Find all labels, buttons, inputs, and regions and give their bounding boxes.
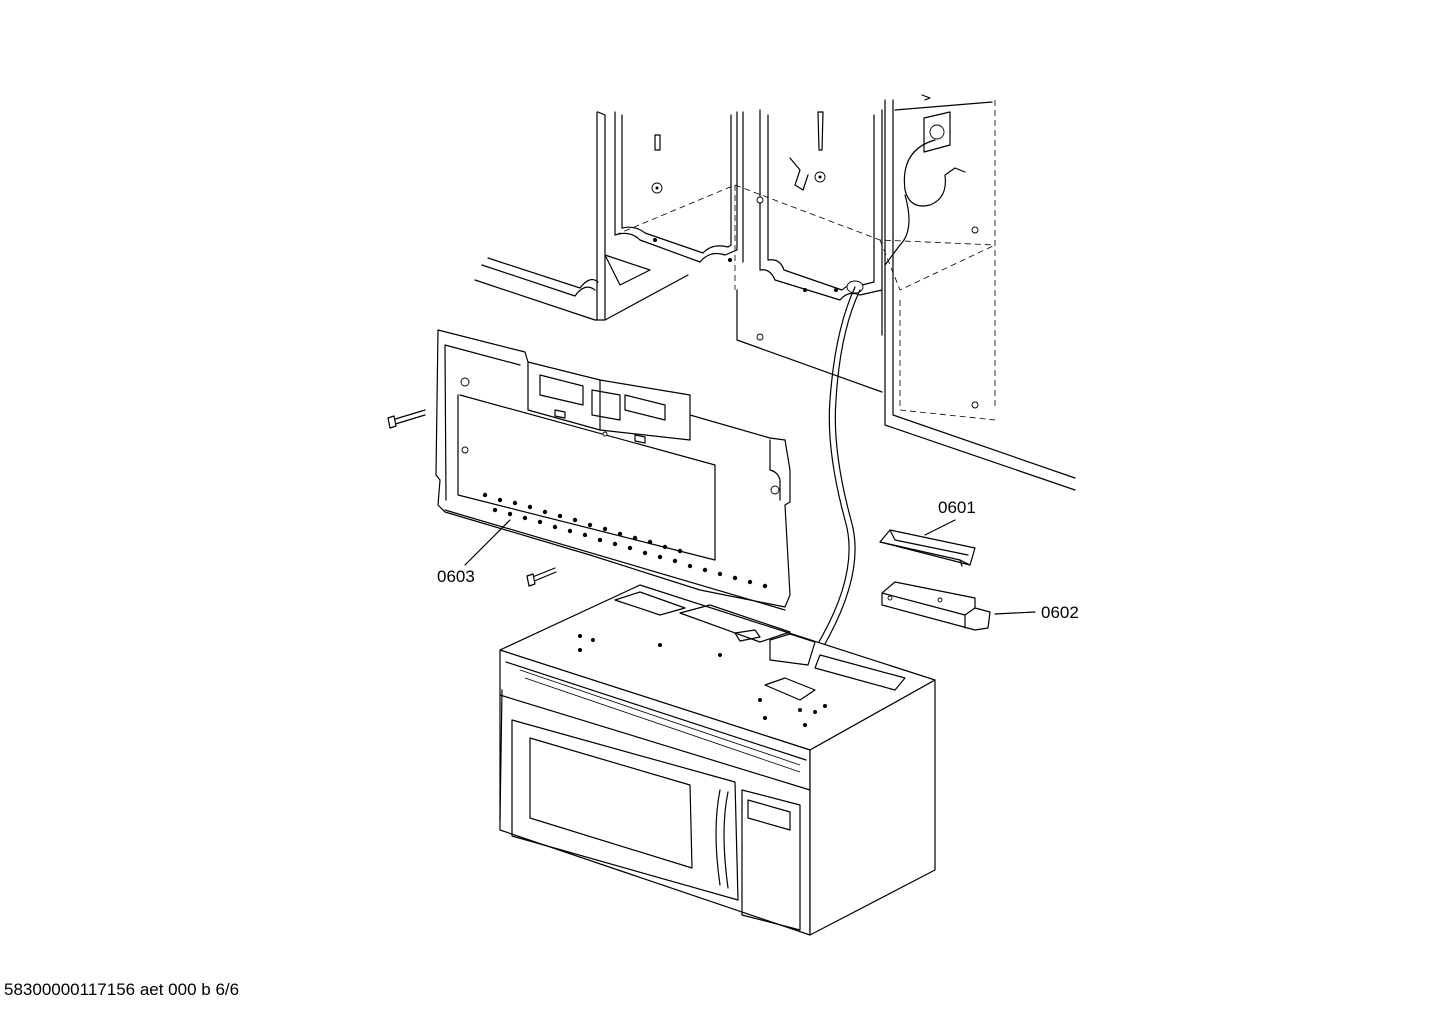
plate-screw [526,567,557,587]
callout-0601: 0601 [938,498,976,517]
leader-0601 [924,519,956,536]
mounting-plate [435,329,791,611]
wall-screw [387,409,426,429]
plate-holes [482,492,768,589]
leader-0602 [994,611,1036,615]
adapter-0602 [881,581,991,631]
callout-0602: 0602 [1041,603,1079,622]
damper-0601 [879,529,976,567]
leader-0603 [464,519,511,566]
document-id: 58300000117156 aet 000 b 6/6 [4,980,240,999]
microwave-oven [499,584,936,936]
callout-0603: 0603 [437,567,475,586]
wall-cabinets [474,94,1076,683]
